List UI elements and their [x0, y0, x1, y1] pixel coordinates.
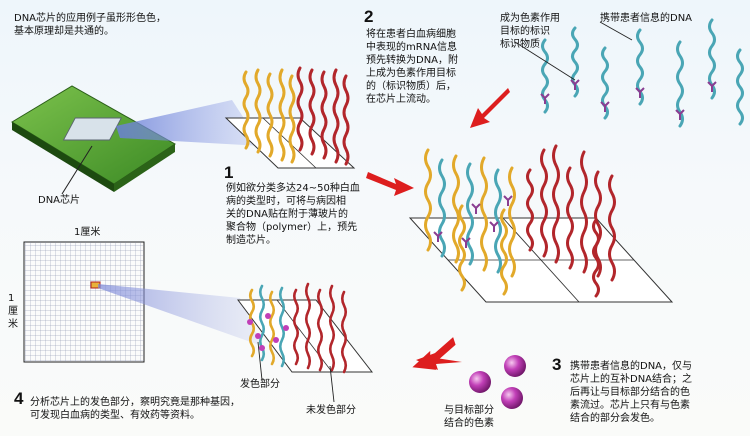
chip-zoom-beam: [116, 100, 262, 146]
dna-strand: [296, 66, 304, 152]
colored-part-label: 发色部分: [240, 379, 280, 390]
flow-arrows: [366, 88, 510, 370]
dna-strand: [458, 204, 466, 292]
dna-strand: [340, 290, 348, 374]
result-grid: [23, 241, 145, 363]
dna-strand: [242, 70, 250, 150]
colored-pointer-line: [257, 341, 263, 381]
step-4-number: 4: [14, 389, 24, 408]
colored-dot: [247, 319, 253, 325]
colored-dot: [259, 345, 265, 351]
dna-strand: [552, 144, 560, 264]
dna-strand: [342, 74, 350, 166]
dna-strand: [266, 72, 274, 158]
dna-strand: [268, 290, 276, 366]
marker-y-icon: [503, 195, 513, 206]
marker-y-shapes: [540, 79, 717, 120]
colored-dot: [255, 333, 261, 339]
dna-chip-illustration: [11, 85, 176, 192]
marker-y-icon: [635, 87, 645, 98]
colored-dot: [265, 313, 271, 319]
uncolored-part-label: 未发色部分: [306, 405, 356, 416]
dna-strand: [278, 286, 286, 368]
marker-y-icon: [600, 101, 610, 112]
center-markers: [433, 195, 513, 248]
dna-strand: [308, 68, 316, 156]
chip-label: DNA芯片: [38, 195, 81, 206]
patient-dna-strand: [676, 40, 684, 128]
grid-zoom-beam: [98, 284, 262, 346]
dna-strand: [580, 150, 588, 274]
grid-side-label: 1 厘 米: [8, 293, 18, 330]
step-2-number: 2: [364, 7, 374, 26]
dye-molecules: [469, 355, 526, 409]
dna-strand: [566, 166, 574, 270]
dna-strand: [424, 148, 432, 252]
marker-y-icon: [570, 79, 580, 90]
marker-label: 成为色素作用 目标的标识 标识物质: [500, 13, 560, 50]
dna-strand: [500, 208, 508, 296]
step-1-number: 1: [224, 163, 234, 182]
step-3-text: 携带患者信息的DNA，仅与 芯片上的互补DNA结合；之 后再让与目标部分结合的色…: [570, 361, 693, 424]
patient-dna-pointer-line: [599, 21, 633, 41]
dna-strand: [508, 166, 516, 278]
dna-strand: [288, 74, 296, 164]
dna-strand: [278, 68, 286, 162]
dna-strand: [254, 68, 262, 154]
center-strands: [424, 144, 616, 298]
marker-y-icon: [707, 81, 717, 92]
dna-strand: [320, 70, 328, 160]
dna-strand: [328, 284, 336, 372]
dna-strand: [480, 156, 488, 272]
step-1-text: 例如欲分类多达24~50种白血 病的类型时，可将与病因相 关的DNA贴在附于薄玻…: [226, 183, 360, 246]
colored-dots: [247, 313, 289, 351]
step-2-text: 将在患者白血病细胞 中表现的mRNA信息 预先转换为DNA，附 上成为色素作用目…: [366, 29, 459, 105]
chip-pointer-line: [61, 145, 93, 195]
dna-strand: [526, 168, 534, 252]
marker-y-icon: [471, 203, 481, 214]
step1-strands: [242, 66, 350, 166]
colored-dot: [283, 325, 289, 331]
colored-dot: [273, 337, 279, 343]
marker-y-icon: [675, 109, 685, 120]
dna-strand: [316, 288, 324, 372]
intro-text: DNA芯片的应用例子虽形形色色， 基本原理却是共通的。: [14, 13, 167, 37]
grid-top-label: 1厘米: [74, 227, 101, 238]
step4-strands: [248, 282, 348, 374]
marker-y-icon: [433, 231, 443, 242]
dna-strand: [540, 148, 548, 258]
dna-strand: [592, 218, 600, 298]
dna-strand: [466, 162, 474, 266]
marker-y-icon: [489, 221, 499, 232]
uncolored-pointer-line: [329, 365, 335, 403]
dna-strand: [608, 174, 616, 282]
dna-strand: [494, 168, 502, 274]
dna-strand: [332, 68, 340, 164]
patient-dna-label: 携带患者信息的DNA: [600, 13, 693, 24]
marker-y-icon: [461, 237, 471, 248]
dna-strand: [292, 288, 300, 366]
patient-dna-strand: [736, 48, 744, 126]
dna-strand: [452, 154, 460, 264]
dna-strand: [438, 158, 446, 258]
dna-strand: [304, 282, 312, 370]
marker-y-icon: [540, 93, 550, 104]
step-4-text: 分析芯片上的发色部分，察明究竟是那种基因， 可发现白血病的类型、有效药等资料。: [30, 397, 240, 421]
marker-pointer-line: [514, 41, 576, 81]
dye-label: 与目标部分 结合的色素: [444, 405, 494, 429]
step-3-number: 3: [552, 355, 562, 374]
